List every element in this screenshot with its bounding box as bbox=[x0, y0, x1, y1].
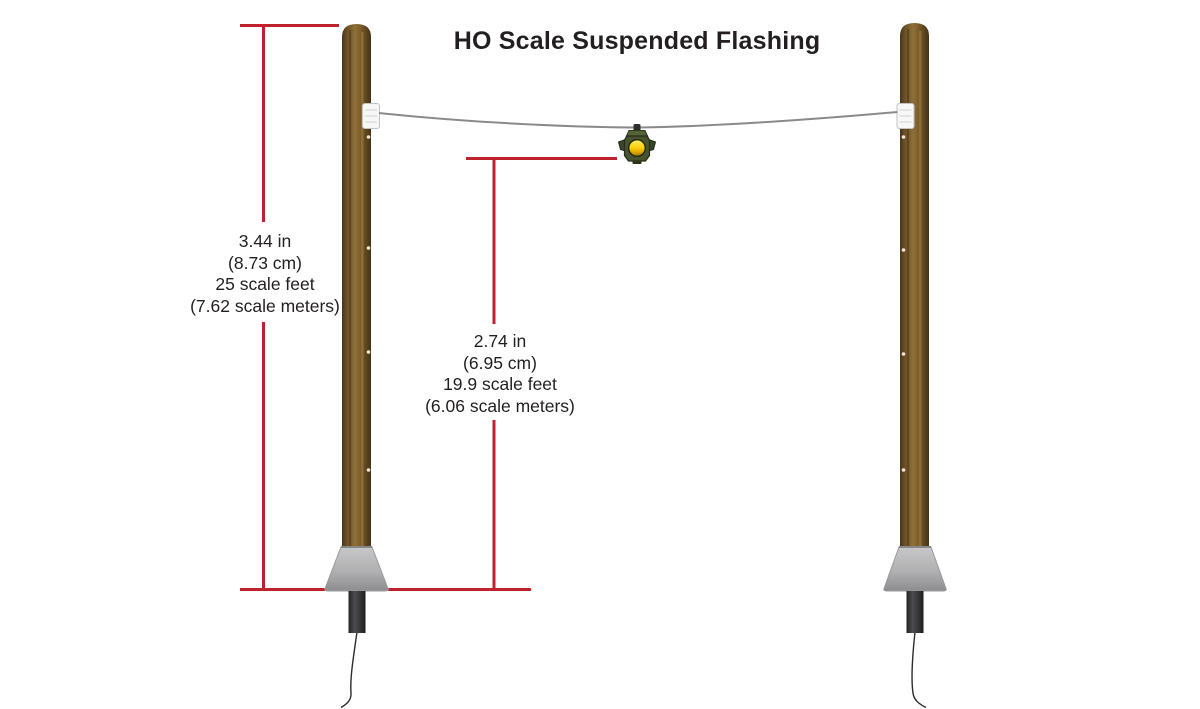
pole-height-dimension bbox=[240, 24, 339, 589]
dimension-value-inches: 3.44 in bbox=[238, 231, 292, 251]
right-pole-grain-streak bbox=[919, 31, 922, 548]
light-bottom-fitting bbox=[632, 160, 642, 164]
right-feeder-wire bbox=[911, 631, 927, 709]
pole-peg bbox=[901, 352, 906, 356]
dimension-value-scale-meters: (6.06 scale meters) bbox=[425, 395, 575, 416]
pole-peg bbox=[366, 350, 371, 354]
pole-peg bbox=[901, 468, 906, 472]
light-height-dimension-label: 2.74 in (6.95 cm) 19.9 scale feet (6.06 … bbox=[425, 331, 575, 417]
left-pole-base bbox=[324, 546, 389, 592]
suspended-flashing-light bbox=[617, 124, 657, 164]
dimension-value-cm: (6.95 cm) bbox=[463, 352, 537, 373]
pole-peg bbox=[366, 135, 371, 139]
light-lens bbox=[629, 140, 645, 156]
left-pole bbox=[342, 24, 371, 552]
right-pole-assembly bbox=[883, 23, 947, 709]
pole-height-dimension-label: 3.44 in (8.73 cm) 25 scale feet (7.62 sc… bbox=[190, 231, 340, 317]
dimension-value-scale-feet: 19.9 scale feet bbox=[443, 374, 557, 394]
right-pole-base bbox=[883, 546, 947, 592]
pole-peg bbox=[901, 135, 906, 139]
left-mounting-stem bbox=[348, 591, 366, 633]
dimension-value-cm: (8.73 cm) bbox=[228, 252, 302, 273]
pole-peg bbox=[366, 468, 371, 472]
right-mounting-stem bbox=[906, 591, 924, 633]
left-pole-grain-streak bbox=[349, 30, 352, 548]
right-wire-bracket-ridges bbox=[899, 109, 912, 123]
pole-peg bbox=[366, 246, 371, 250]
light-height-dimension bbox=[466, 157, 617, 589]
dimension-value-scale-meters: (7.62 scale meters) bbox=[190, 295, 340, 316]
page-title: HO Scale Suspended Flashing bbox=[453, 27, 821, 55]
left-pole-assembly bbox=[324, 24, 389, 709]
left-feeder-wire bbox=[340, 631, 358, 709]
dimension-value-inches: 2.74 in bbox=[473, 331, 527, 351]
left-wire-bracket-ridges bbox=[365, 109, 377, 123]
right-pole bbox=[900, 23, 929, 552]
pole-peg bbox=[901, 248, 906, 252]
dimension-value-scale-feet: 25 scale feet bbox=[215, 274, 315, 294]
left-pole-grain-streak bbox=[361, 32, 364, 548]
right-pole-grain-streak bbox=[907, 29, 910, 548]
